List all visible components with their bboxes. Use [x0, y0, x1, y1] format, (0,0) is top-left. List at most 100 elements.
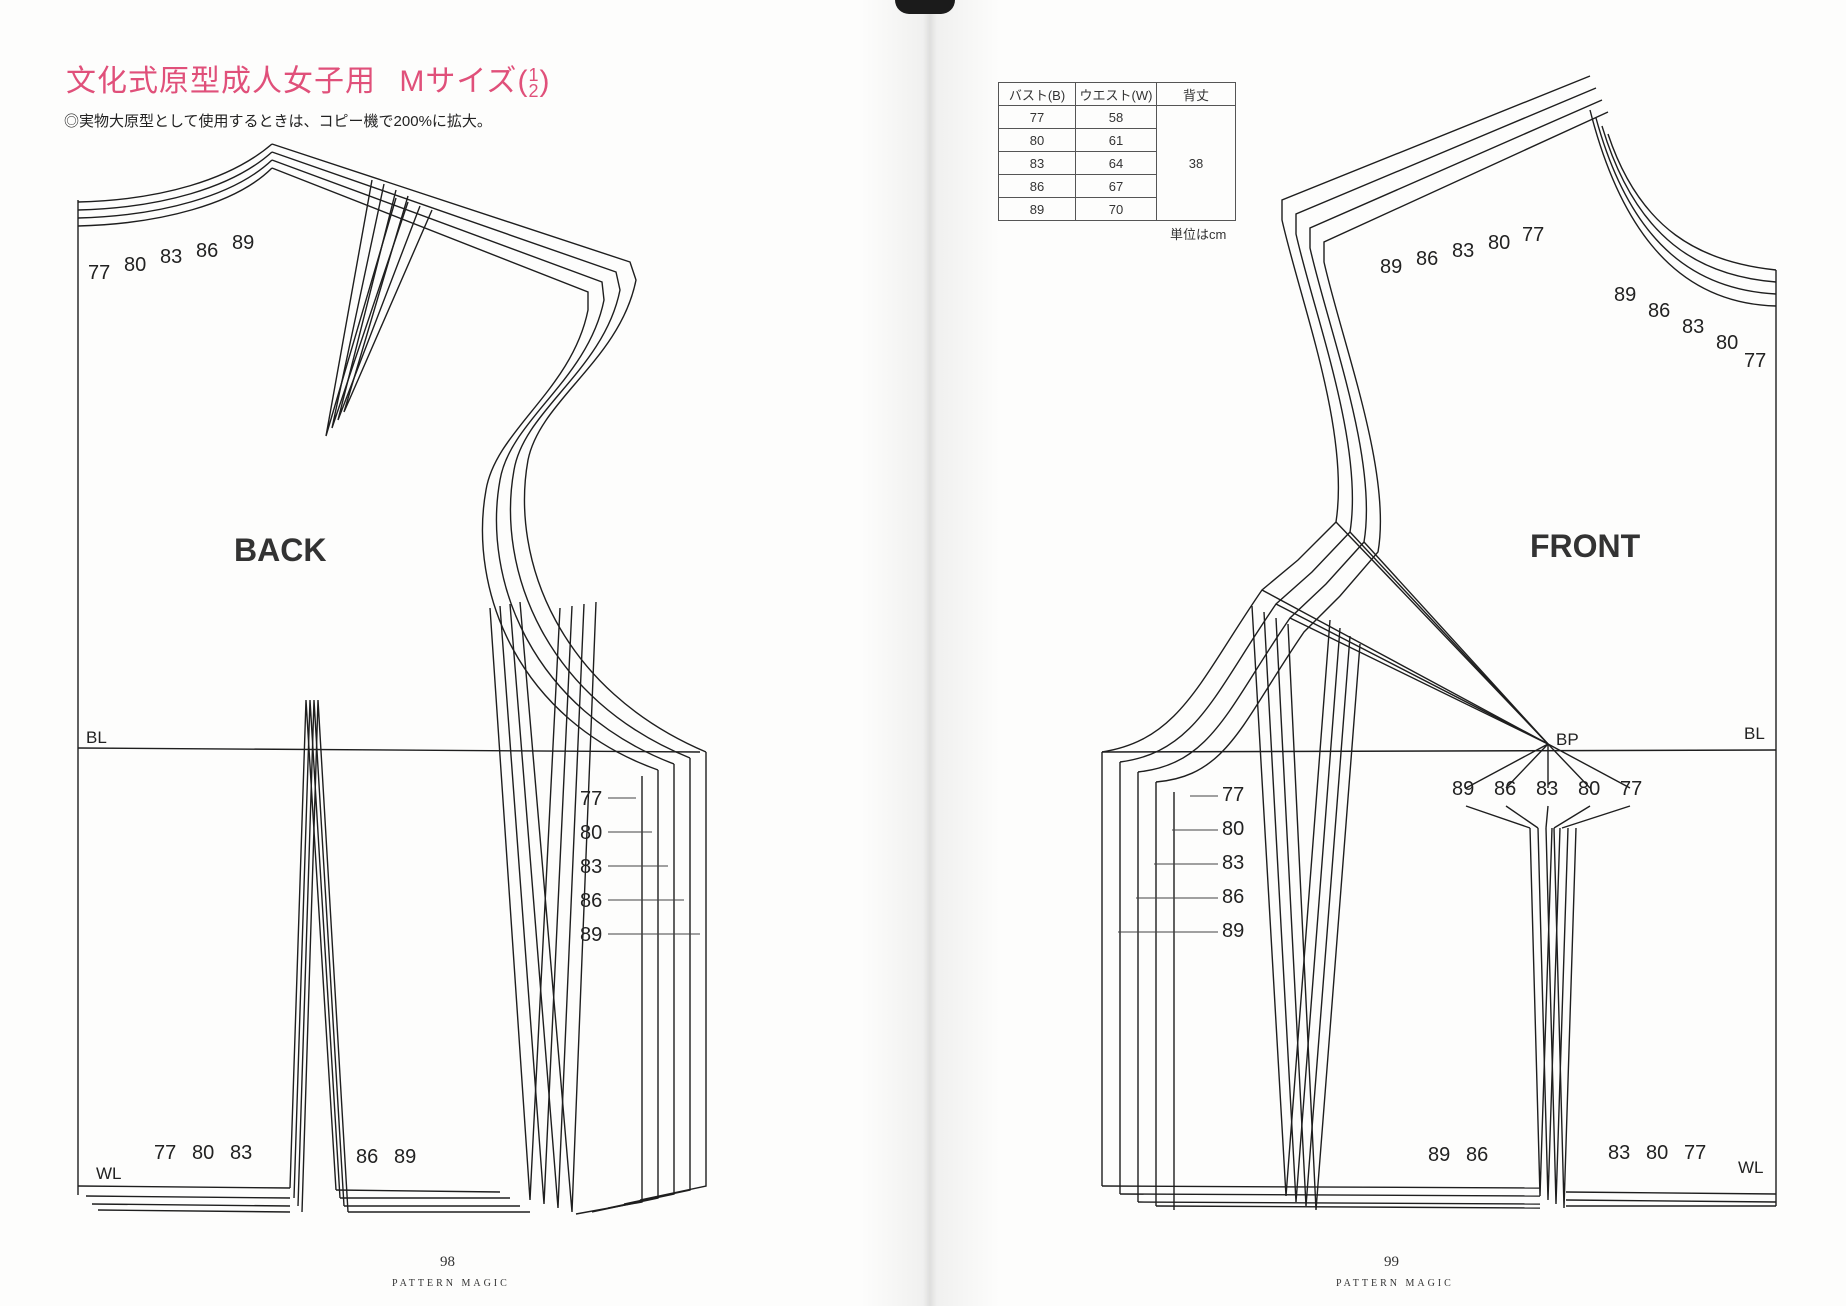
front-shoulder-armhole	[1119, 87, 1597, 763]
front-shoulder-size: 86	[1416, 248, 1439, 270]
table-row: 83 64	[998, 151, 1236, 175]
front-neck-size: 86	[1648, 300, 1671, 322]
back-waist-dart	[297, 699, 345, 1207]
front-dart-line	[1363, 541, 1549, 745]
front-side-size: 80	[1222, 818, 1245, 840]
front-neck-size: 83	[1682, 316, 1705, 338]
front-waist-dart	[1537, 827, 1561, 1201]
back-side-seam	[623, 758, 691, 1205]
back-waist-line	[85, 1195, 291, 1199]
back-length-value: 38	[1156, 105, 1236, 221]
right-book-name: PATTERN MAGIC	[1336, 1278, 1454, 1289]
back-waist-dart	[301, 699, 349, 1213]
back-wl-label: WL	[96, 1164, 122, 1183]
front-bust-line	[1101, 749, 1777, 753]
bp-fan-line	[1465, 743, 1549, 789]
front-waist-dart	[1545, 827, 1569, 1205]
waist-value: 70	[1075, 197, 1157, 221]
front-waist-line	[1565, 1191, 1777, 1195]
bust-value: 89	[998, 197, 1076, 221]
front-dart-line	[1275, 603, 1549, 745]
front-side-dart	[1287, 623, 1361, 1211]
front-neck-size: 89	[1614, 284, 1637, 306]
back-neck-size: 83	[160, 246, 183, 268]
front-shoulder-armhole	[1155, 111, 1609, 783]
fraction-numerator: 1	[528, 65, 540, 86]
back-side-seam	[639, 752, 707, 1201]
waist-value: 67	[1075, 174, 1157, 198]
front-waist-size: 86	[1466, 1144, 1489, 1166]
front-waist-line	[1119, 1193, 1541, 1197]
waist-value: 64	[1075, 151, 1157, 175]
back-waist-line	[77, 1185, 291, 1189]
waist-header: ウエスト(W)	[1075, 82, 1157, 106]
front-neck-curve	[1589, 109, 1777, 307]
bust-header: バスト(B)	[998, 82, 1076, 106]
front-dart-line	[1261, 589, 1549, 745]
front-waist-line	[1565, 1199, 1777, 1203]
back-side-seam	[575, 776, 643, 1215]
front-neck-curve	[1601, 125, 1777, 283]
bp-fan-line	[1545, 805, 1549, 829]
fraction-denominator: 2	[528, 81, 540, 102]
back-waist-dart	[289, 699, 337, 1191]
table-row: 80 61	[998, 128, 1236, 152]
back-neck-curve	[77, 151, 273, 211]
bp-fan-line	[1547, 743, 1591, 789]
bp-size: 89	[1452, 778, 1475, 800]
back-neck-curve	[77, 159, 273, 219]
bp-label: BP	[1556, 730, 1579, 749]
front-neck-curve	[1607, 133, 1777, 271]
back-neck-curve	[77, 143, 273, 203]
back-waist-size: 86	[356, 1146, 379, 1168]
back-shoulder-dart	[325, 179, 397, 437]
front-waist-line	[1101, 1185, 1541, 1189]
back-side-seam	[607, 764, 675, 1209]
bust-value: 77	[998, 105, 1076, 129]
bp-size: 83	[1536, 778, 1559, 800]
front-side-dart	[1275, 617, 1351, 1207]
back-shoulder-armhole	[271, 151, 691, 759]
bust-value: 86	[998, 174, 1076, 198]
back-shoulder-dart	[331, 183, 409, 429]
back-length-header: 背丈	[1156, 82, 1236, 106]
bp-fan-line	[1465, 805, 1531, 829]
back-bust-line	[77, 747, 701, 753]
gutter-shadow	[895, 0, 955, 14]
back-waist-line	[91, 1203, 291, 1207]
bp-fan-line	[1505, 743, 1549, 789]
back-side-dart	[489, 607, 561, 1201]
unit-note: 単位はcm	[1170, 227, 1227, 242]
bp-fan-line	[1505, 805, 1539, 829]
front-shoulder-armhole	[1101, 75, 1591, 753]
front-neck-size: 77	[1744, 350, 1767, 372]
title-size: Mサイズ	[399, 65, 518, 98]
left-book-name: PATTERN MAGIC	[392, 1278, 510, 1289]
front-shoulder-size: 80	[1488, 232, 1511, 254]
front-shoulder-armhole	[1137, 99, 1603, 773]
title-main: 文化式原型成人女子用	[66, 65, 376, 98]
bust-value: 80	[998, 128, 1076, 152]
waist-value: 61	[1075, 128, 1157, 152]
front-side-size: 77	[1222, 784, 1245, 806]
back-side-size: 83	[580, 856, 603, 878]
bust-value: 83	[998, 151, 1076, 175]
back-side-dart	[499, 605, 573, 1205]
back-shoulder-armhole	[271, 143, 707, 753]
enlarge-note: ◎実物大原型として使用するときは、コピー機で200%に拡大。	[64, 113, 492, 130]
front-side-size: 83	[1222, 852, 1245, 874]
back-shoulder-armhole	[271, 167, 659, 771]
right-page-number: 99	[1384, 1254, 1399, 1270]
left-page	[0, 0, 930, 1306]
front-side-dart	[1263, 611, 1341, 1203]
back-waist-size: 77	[154, 1142, 177, 1164]
back-side-size: 77	[580, 788, 603, 810]
table-row: 77 58 38	[998, 105, 1236, 221]
back-neck-curve	[77, 167, 273, 227]
back-waist-line	[97, 1209, 291, 1213]
size-table: バスト(B) ウエスト(W) 背丈 77 58 38 80 61 83 64 8…	[998, 82, 1236, 221]
front-side-size: 86	[1222, 886, 1245, 908]
